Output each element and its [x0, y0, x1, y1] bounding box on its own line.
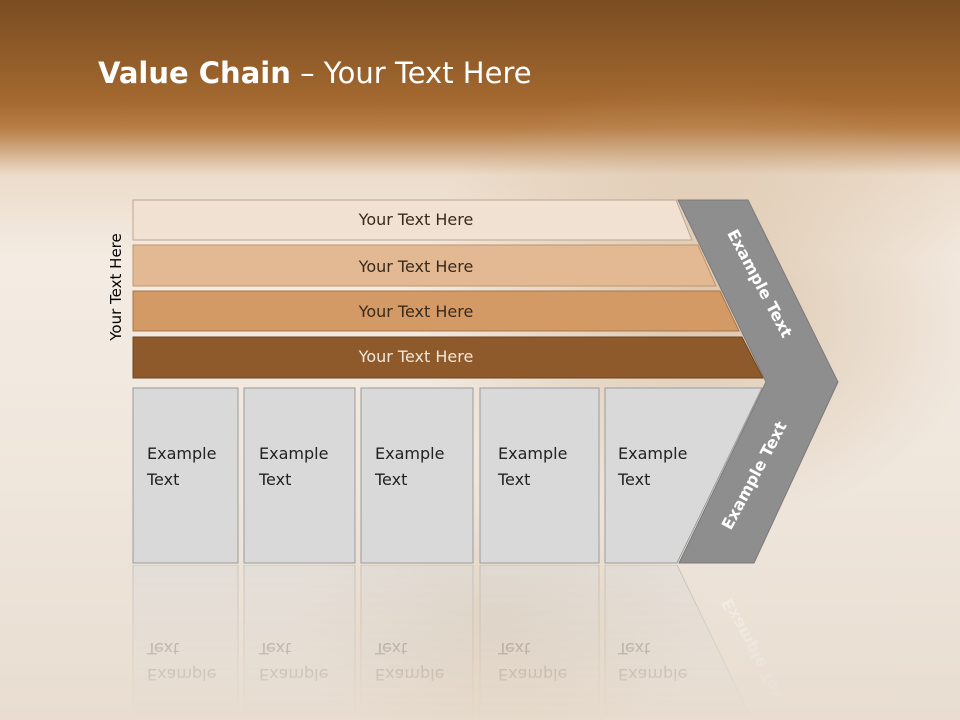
- reflection-box-3-line1: Example: [375, 665, 444, 684]
- bar-1[interactable]: Your Text Here: [132, 199, 693, 241]
- bar-1-label: Your Text Here: [358, 210, 474, 229]
- slide-title: Value Chain – Your Text Here: [98, 56, 532, 90]
- reflection-box-5-line2: Text: [617, 639, 650, 658]
- title-bold: Value Chain: [98, 56, 291, 90]
- bar-3[interactable]: Your Text Here: [132, 290, 740, 332]
- bar-2[interactable]: Your Text Here: [132, 244, 717, 287]
- box-3-line2: Text: [374, 470, 407, 489]
- box-3[interactable]: Example Text: [360, 387, 474, 564]
- reflection-box-4-line1: Example: [498, 665, 567, 684]
- box-5-line2: Text: [617, 470, 650, 489]
- bar-1-shape: [132, 199, 693, 241]
- box-4-shape: [479, 387, 600, 564]
- bar-4[interactable]: Your Text Here: [132, 336, 764, 379]
- bar-2-label: Your Text Here: [358, 257, 474, 276]
- bar-4-label: Your Text Here: [358, 347, 474, 366]
- box-1-line2: Text: [146, 470, 179, 489]
- reflection-box-2-line1: Example: [259, 665, 328, 684]
- reflection-box-3-line2: Text: [374, 639, 407, 658]
- box-1-shape: [132, 387, 239, 564]
- box-3-shape: [360, 387, 474, 564]
- reflection-box-2-line2: Text: [258, 639, 291, 658]
- box-4-line1: Example: [498, 444, 567, 463]
- box-1-line1: Example: [147, 444, 216, 463]
- box-5-shape: [604, 387, 763, 564]
- reflection-box-1-line1: Example: [147, 665, 216, 684]
- box-4-line2: Text: [497, 470, 530, 489]
- box-5[interactable]: Example Text: [604, 387, 763, 564]
- box-5-line1: Example: [618, 444, 687, 463]
- bar-2-shape: [132, 244, 717, 287]
- box-2-shape: [243, 387, 356, 564]
- title-rest: – Your Text Here: [290, 56, 532, 90]
- reflection-box-1-line2: Text: [146, 639, 179, 658]
- reflection-box-4-line2: Text: [497, 639, 530, 658]
- bar-3-label: Your Text Here: [358, 302, 474, 321]
- reflection-box-5-line1: Example: [618, 665, 687, 684]
- bar-4-shape: [132, 336, 764, 379]
- box-1[interactable]: Example Text: [132, 387, 239, 564]
- box-2-line1: Example: [259, 444, 328, 463]
- box-2-line2: Text: [258, 470, 291, 489]
- box-2[interactable]: Example Text: [243, 387, 356, 564]
- bar-3-shape: [132, 290, 740, 332]
- box-3-line1: Example: [375, 444, 444, 463]
- box-4[interactable]: Example Text: [479, 387, 600, 564]
